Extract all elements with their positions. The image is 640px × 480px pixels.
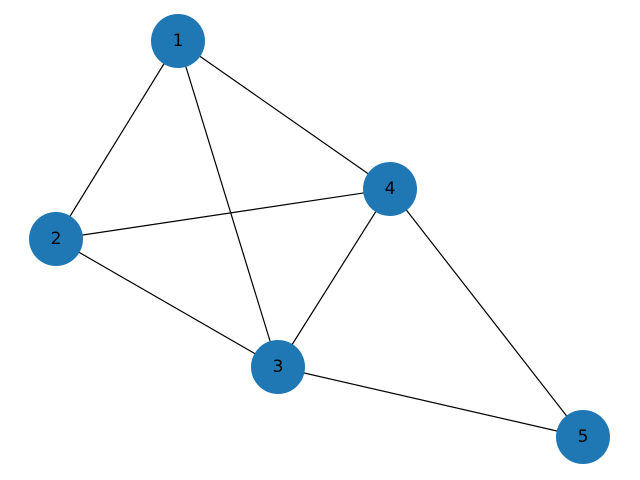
edge-3-5 bbox=[277, 366, 584, 438]
node-label-4: 4 bbox=[385, 179, 396, 199]
node-1: 1 bbox=[151, 14, 205, 68]
edge-4-5 bbox=[389, 188, 584, 438]
nodes-layer: 1 2 3 4 5 bbox=[29, 14, 610, 464]
node-circle-2 bbox=[29, 212, 83, 266]
node-circle-3 bbox=[251, 340, 305, 394]
edge-2-4 bbox=[55, 188, 391, 240]
node-label-2: 2 bbox=[51, 229, 62, 249]
node-3: 3 bbox=[251, 340, 305, 394]
node-circle-4 bbox=[363, 162, 417, 216]
edge-1-4 bbox=[177, 40, 391, 190]
edge-3-4 bbox=[277, 188, 391, 368]
edges-layer bbox=[55, 40, 584, 438]
node-circle-5 bbox=[556, 410, 610, 464]
node-circle-1 bbox=[151, 14, 205, 68]
node-label-5: 5 bbox=[578, 427, 589, 447]
edge-2-3 bbox=[55, 238, 279, 368]
node-2: 2 bbox=[29, 212, 83, 266]
node-label-3: 3 bbox=[273, 357, 284, 377]
node-label-1: 1 bbox=[173, 31, 184, 51]
node-4: 4 bbox=[363, 162, 417, 216]
edge-1-2 bbox=[55, 40, 179, 240]
edge-1-3 bbox=[177, 40, 279, 368]
node-5: 5 bbox=[556, 410, 610, 464]
